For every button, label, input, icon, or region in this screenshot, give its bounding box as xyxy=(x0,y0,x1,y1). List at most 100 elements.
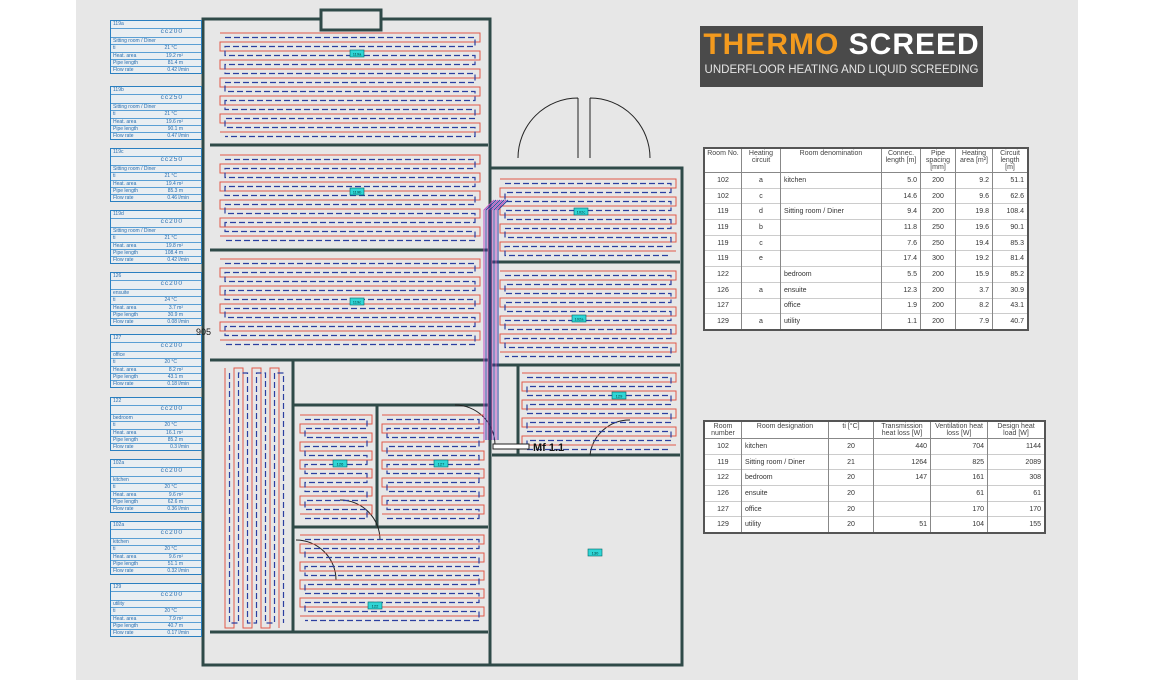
flow-rate-label: Flow rate xyxy=(113,257,134,264)
table-cell: 126 xyxy=(703,485,742,502)
column-header: Design heat load [W] xyxy=(987,420,1046,439)
supply-pipe xyxy=(299,414,373,515)
table-cell: c xyxy=(741,234,781,251)
ti-value: 21 °C xyxy=(164,235,177,242)
ti-label: ti xyxy=(113,359,116,366)
room-tag-label: 130 xyxy=(592,551,599,556)
column-header: Heating circuit xyxy=(741,147,781,173)
table-cell: 20 xyxy=(828,469,874,486)
flow-rate-value: 0.42 l/min xyxy=(167,67,189,74)
return-pipe xyxy=(228,372,285,624)
table-cell: Sitting room / Diner xyxy=(741,453,829,470)
circuit-id: 119c xyxy=(113,149,124,155)
table-cell xyxy=(780,187,882,204)
table-cell: 12.3 xyxy=(881,281,921,298)
manifold-feed-pipe xyxy=(483,199,495,440)
table-cell: 51 xyxy=(873,516,931,534)
area-label: Heat. area xyxy=(113,491,137,498)
return-pipe xyxy=(224,262,476,346)
return-pipe xyxy=(304,538,480,622)
logo-brand-white: SCREED xyxy=(848,28,980,61)
flow-rate-value: 0.46 l/min xyxy=(167,195,189,202)
bay-wall xyxy=(319,8,383,32)
return-pipe xyxy=(526,376,672,451)
column-header: Room denomination xyxy=(780,147,882,173)
pipe-spacing: cc200 xyxy=(160,280,183,287)
table-cell: 170 xyxy=(987,500,1046,517)
dimension-label: 905 xyxy=(196,327,212,337)
pipe-length-label: Pipe length xyxy=(113,59,139,66)
table-cell: 19.8 xyxy=(955,203,993,220)
table-cell: 129 xyxy=(703,313,742,330)
table-cell: 19.4 xyxy=(955,234,993,251)
circuit-id: 119b xyxy=(113,87,124,93)
pipe-spacing: cc250 xyxy=(160,94,183,101)
flow-rate-value: 0.18 l/min xyxy=(167,381,189,388)
pipe-length-value: 30.9 m xyxy=(167,311,183,318)
table-cell: 20 xyxy=(828,438,874,455)
ti-value: 21 °C xyxy=(164,45,177,52)
flow-rate-label: Flow rate xyxy=(113,506,134,513)
ti-label: ti xyxy=(113,484,116,491)
pipe-length-label: Pipe length xyxy=(113,311,139,318)
area-label: Heat. area xyxy=(113,366,137,373)
ti-value: 20 °C xyxy=(164,359,177,366)
room-tag-label: 122 xyxy=(372,604,379,609)
door-swing xyxy=(295,404,631,581)
table-cell: 119 xyxy=(703,219,742,236)
table-cell xyxy=(780,234,882,251)
room-tag-label: 127 xyxy=(438,462,445,467)
table-cell: 90.1 xyxy=(992,219,1029,236)
table-cell: a xyxy=(741,281,781,298)
pipe-length-value: 85.2 m xyxy=(167,436,183,443)
area-value: 3.7 m² xyxy=(168,304,183,311)
table-cell: 40.7 xyxy=(992,313,1029,330)
ti-label: ti xyxy=(113,546,116,553)
supply-pipe xyxy=(381,414,485,515)
room-tag-label: 119b xyxy=(353,190,362,195)
circuit-id: 119a xyxy=(113,21,124,27)
table-cell: 119 xyxy=(703,234,742,251)
outer-wall xyxy=(201,17,492,667)
table-cell: office xyxy=(741,500,829,517)
supply-pipe xyxy=(299,534,485,617)
table-cell: 51.1 xyxy=(992,172,1029,189)
pipe-length-value: 90.1 m xyxy=(167,125,183,132)
pipe-length-label: Pipe length xyxy=(113,125,139,132)
ti-value: 21 °C xyxy=(164,111,177,118)
supply-pipe xyxy=(224,367,280,629)
flow-rate-label: Flow rate xyxy=(113,133,134,140)
table-cell: 61 xyxy=(930,485,988,502)
area-label: Heat. area xyxy=(113,304,137,311)
table-cell: 1.1 xyxy=(881,313,921,330)
return-pipe xyxy=(504,274,672,358)
table-cell: 127 xyxy=(703,500,742,517)
manifold xyxy=(492,443,530,450)
table-cell: 440 xyxy=(873,438,931,455)
manifold-feed-pipe xyxy=(487,199,499,440)
pipe-spacing: cc250 xyxy=(160,156,183,163)
pipe-length-value: 108.4 m xyxy=(164,249,183,256)
circuit-id: 122 xyxy=(113,398,122,404)
table-cell: 200 xyxy=(920,187,956,204)
flow-rate-value: 0.36 l/min xyxy=(167,506,189,513)
table-cell: 11.8 xyxy=(881,219,921,236)
table-cell: ensuite xyxy=(780,281,882,298)
table-cell: 20 xyxy=(828,485,874,502)
table-cell: 250 xyxy=(920,234,956,251)
pipe-length-value: 40.7 m xyxy=(167,622,183,629)
column-header: ti [°C] xyxy=(828,420,874,439)
table-cell: 122 xyxy=(703,469,742,486)
